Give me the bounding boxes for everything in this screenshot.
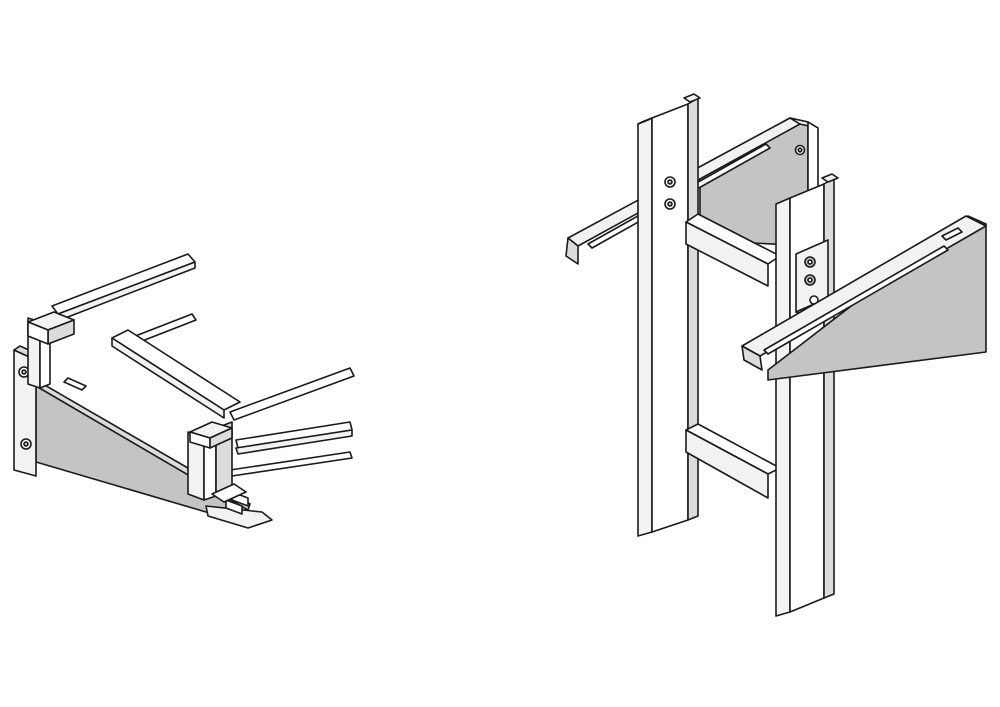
anchor-bolt-upper (18, 366, 30, 378)
ladder-c-channel-rail-left (637, 93, 701, 537)
cable-ladder-rung (111, 329, 241, 419)
hold-down-clip-back (27, 311, 75, 345)
cable-ladder-side-rail-front (229, 367, 355, 477)
vertical-ladder-view (565, 93, 987, 617)
cable-ladder-side-rail-back (51, 253, 196, 321)
anchor-bolt-lower (20, 438, 32, 450)
bracket-top-slot (63, 377, 87, 391)
hex-bolt-upper (804, 256, 816, 268)
hold-down-clip-front (189, 421, 247, 503)
ladder-c-channel-rail-right (775, 173, 839, 617)
ladder-rung-lower (685, 423, 781, 499)
hex-bolt-lower (804, 274, 816, 286)
wall-bracket-arm-lower (741, 215, 987, 381)
horizontal-tray-view (13, 253, 355, 529)
